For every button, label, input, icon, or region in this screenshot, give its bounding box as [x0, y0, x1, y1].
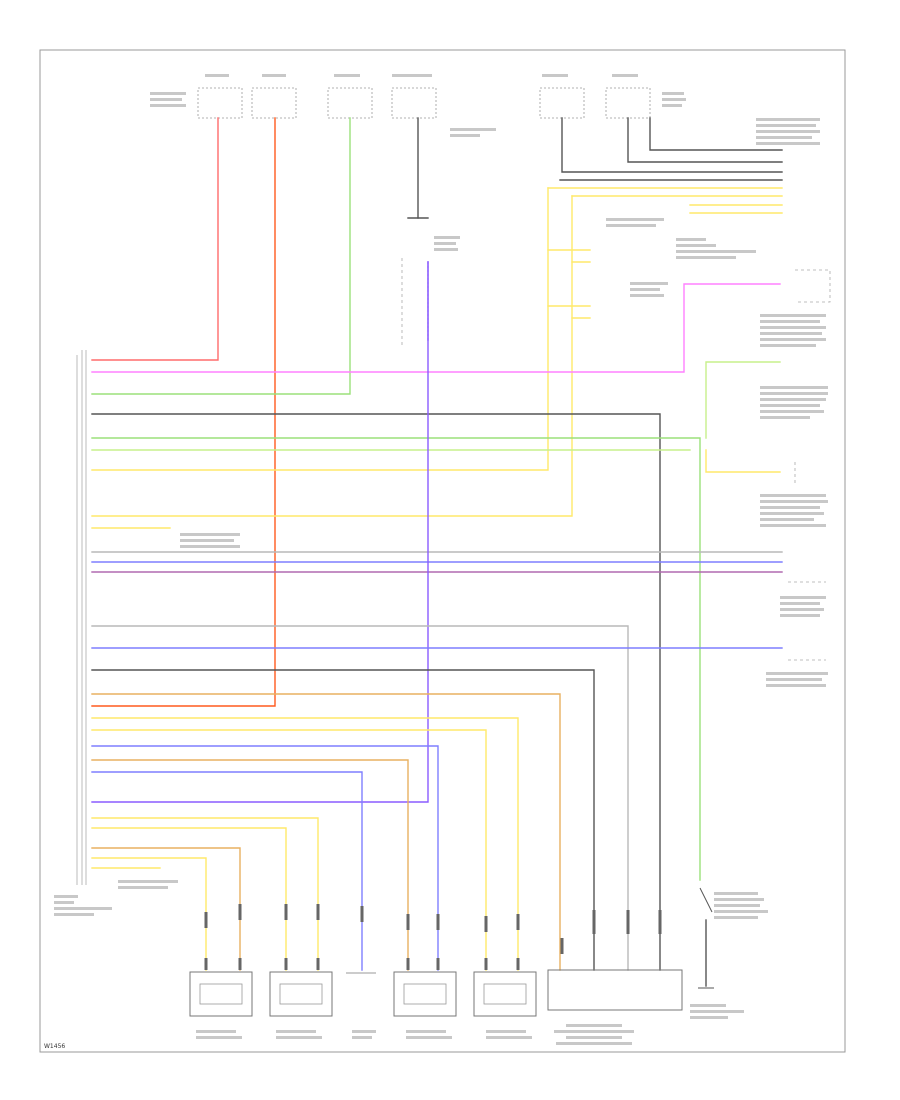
- bottom-components: [189, 887, 714, 1017]
- ecu-connector: [76, 350, 87, 885]
- wire-tan-3: [91, 847, 241, 971]
- shield-ground: [346, 972, 376, 974]
- wire-yellow-11: [91, 817, 319, 971]
- right-component-outlines: [401, 258, 831, 661]
- wire-black-6: [91, 669, 595, 971]
- wire-blue-3: [91, 745, 439, 971]
- wire-pink-1: [91, 283, 781, 373]
- wire-green-1: [91, 117, 351, 395]
- wire-yellow-9: [91, 717, 519, 971]
- wire-yellow-12: [91, 827, 287, 971]
- fuse-block-5: [539, 87, 585, 119]
- wire-gray-2: [91, 625, 629, 971]
- top-fuse-group: [197, 87, 651, 119]
- sensor-inner: [199, 983, 527, 1005]
- fuse-block-4: [391, 87, 437, 119]
- fuse-block-3: [327, 87, 373, 119]
- wire-yellow-5: [91, 187, 549, 471]
- fuse-block-2: [251, 87, 297, 119]
- steering-angle-sensor: [547, 969, 683, 1011]
- left-rear-wheel-sensor: [393, 971, 457, 1017]
- fuse-block-1: [197, 87, 243, 119]
- wire-black-3: [627, 117, 783, 163]
- wire-purple-2: [91, 261, 429, 803]
- wire-yellow-10: [91, 729, 487, 971]
- label-blocks: [54, 74, 828, 1045]
- wire-yellow-6: [91, 195, 573, 517]
- left-front-wheel-sensor: [189, 971, 253, 1017]
- right-rear-wheel-sensor: [269, 971, 333, 1017]
- fuse-block-6: [605, 87, 651, 119]
- wire-lt-green-2: [705, 361, 781, 439]
- wire-orange-1: [91, 117, 276, 707]
- wire-red-1: [91, 117, 219, 361]
- diagram-frame: [39, 49, 846, 1053]
- wire-black-4: [649, 117, 783, 151]
- wire-black-main: [91, 413, 661, 971]
- wires: [91, 117, 783, 987]
- wire-blue-4: [91, 771, 363, 971]
- connector-markers: [204, 904, 662, 970]
- wire-green-2: [91, 437, 701, 881]
- wire-yellow-7: [705, 449, 781, 473]
- wire-tan-2: [91, 759, 409, 971]
- wire-tan-1: [91, 693, 561, 971]
- right-front-wheel-sensor: [473, 971, 537, 1017]
- footer-code: W1456: [44, 1043, 65, 1050]
- wire-black-2: [561, 117, 783, 173]
- switch-symbol: [699, 887, 713, 913]
- wire-yellow-13: [91, 857, 207, 971]
